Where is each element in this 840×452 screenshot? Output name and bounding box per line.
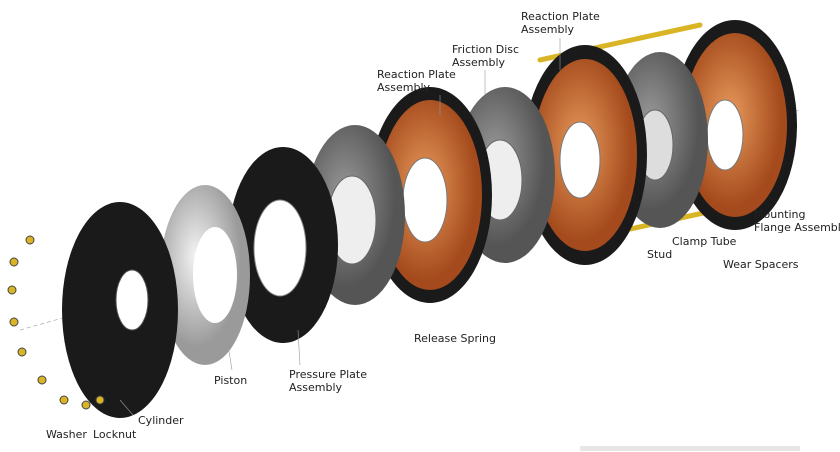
label-clamp-tube: Clamp Tube [672, 235, 737, 248]
bottom-divider [580, 446, 800, 451]
label-washer: Washer [46, 428, 87, 441]
label-release-spring: Release Spring [414, 332, 496, 345]
label-cylinder: Cylinder [138, 414, 184, 427]
piston-part [160, 185, 250, 365]
cylinder-part [62, 202, 178, 418]
label-stud: Stud [647, 248, 673, 261]
label-piston: Piston [214, 374, 248, 387]
pressure-plate-part [228, 147, 338, 343]
reaction-plate-2 [523, 45, 647, 265]
label-locknut: Locknut [93, 428, 137, 441]
label-wear-spacers: Wear Spacers [723, 258, 799, 271]
mounting-flange-part [673, 20, 797, 230]
washers-locknuts [7, 235, 105, 410]
